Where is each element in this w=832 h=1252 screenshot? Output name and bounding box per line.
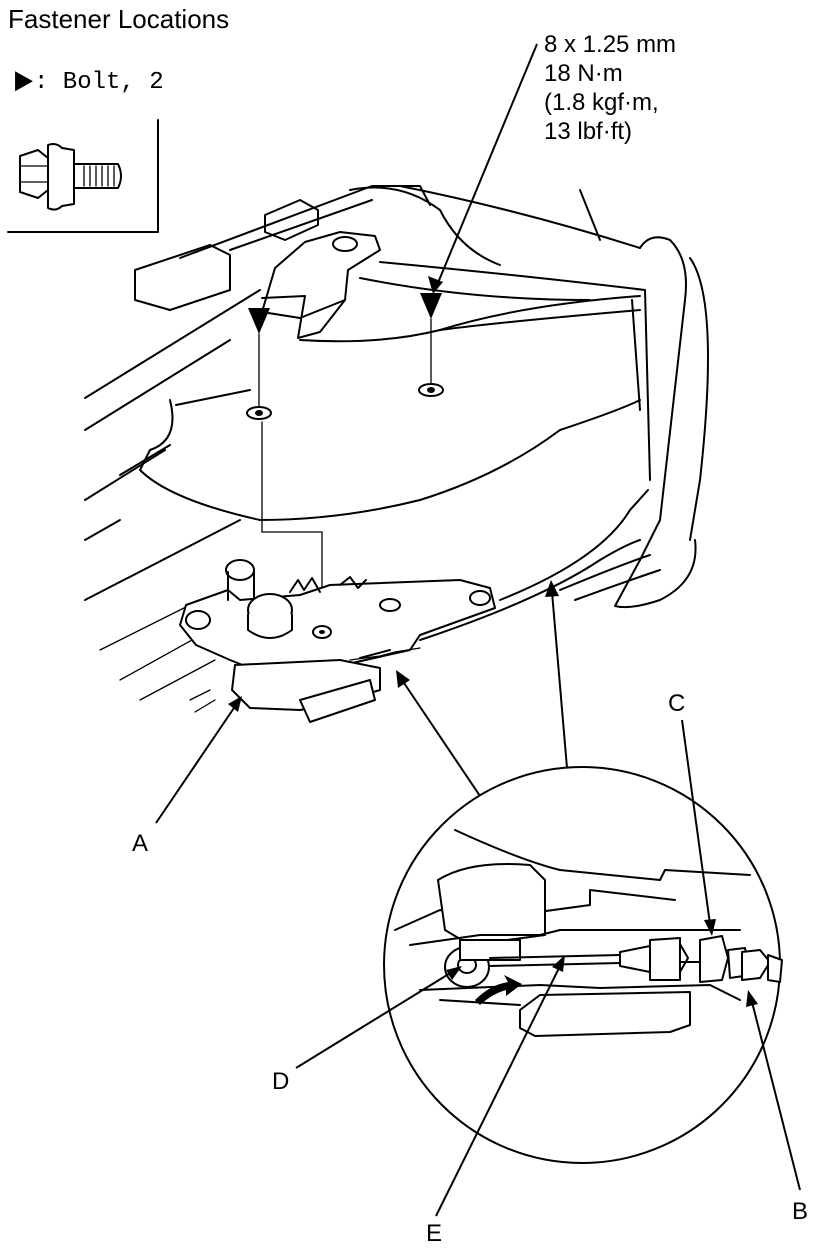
callout-d-label: D <box>272 1068 290 1095</box>
bolt-location-2 <box>418 293 444 397</box>
seat-lock-assembly <box>179 559 496 723</box>
callout-e-label: E <box>426 1220 443 1247</box>
callout-d-leader <box>295 966 462 1069</box>
spec-torque-lbf: 13 lbf·ft) <box>544 118 633 145</box>
torque-spec: 8 x 1.25 mm 18 N·m (1.8 kgf·m, 13 lbf·ft… <box>544 30 676 146</box>
bolt-marker-2-icon <box>420 293 442 319</box>
callout-b-leader <box>746 990 801 1191</box>
callout-a-leader <box>155 696 242 824</box>
callout-c-label: C <box>668 690 686 717</box>
bolt-marker-1-icon <box>248 308 270 334</box>
callout-c-leader <box>681 719 716 936</box>
callout-a-label: A <box>132 830 149 857</box>
flange-bolt-icon <box>19 143 122 211</box>
legend: ▶: Bolt, 2 <box>14 64 164 96</box>
detail-view <box>383 766 783 1164</box>
bolt-marker-icon: ▶ <box>15 64 33 94</box>
detail-leaders <box>396 580 568 797</box>
seat-frame-background <box>84 185 709 713</box>
torque-spec-leader <box>434 43 538 291</box>
spec-torque-kgf: (1.8 kgf·m, <box>544 89 659 116</box>
spec-size: 8 x 1.25 mm <box>544 31 677 58</box>
spec-torque-nm: 18 N·m <box>544 60 623 87</box>
callout-b-label: B <box>792 1198 809 1225</box>
callout-e-leader <box>435 955 565 1217</box>
bolt-legend-frame <box>7 119 159 233</box>
bolt-location-1 <box>246 308 323 629</box>
diagram-title: Fastener Locations <box>8 4 230 34</box>
legend-text: : Bolt, 2 <box>34 69 164 96</box>
